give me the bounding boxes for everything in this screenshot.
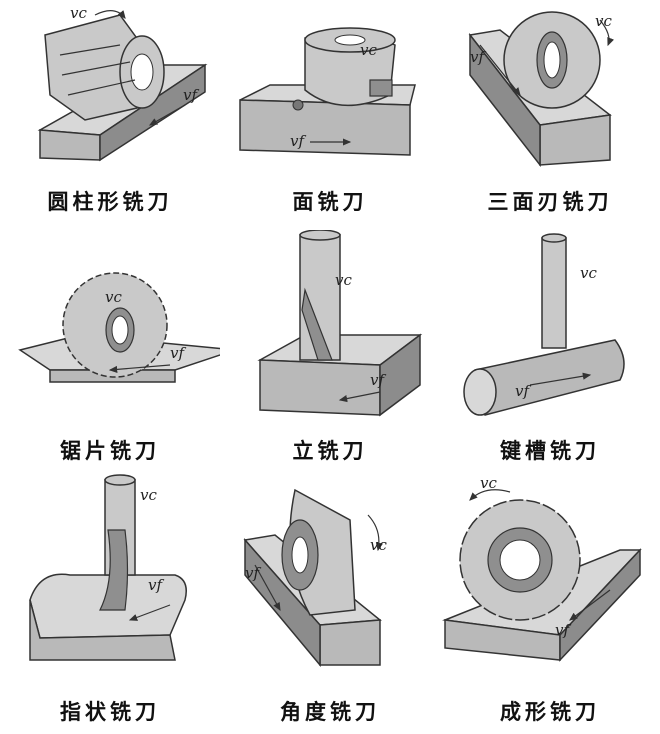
- cylindrical-milling-cutter-cell: vc vf 圆柱形铣刀: [0, 0, 220, 220]
- finger-cutter-illustration: vc vf: [29, 474, 187, 661]
- vc-label: vc: [370, 536, 387, 554]
- angle-cutter-illustration: vc vf: [243, 488, 387, 668]
- vc-label: vc: [70, 4, 87, 22]
- side-and-face-milling-cutter-cell: vc vf 三面刃铣刀: [440, 0, 660, 220]
- vc-label: vc: [580, 264, 597, 282]
- vf-label: vf: [245, 564, 261, 582]
- keyway-cutter-illustration: vc vf: [463, 233, 625, 416]
- cutter-label: 圆柱形铣刀: [47, 190, 173, 214]
- vf-label: vf: [148, 576, 164, 594]
- vc-label: vc: [140, 486, 157, 504]
- slitting-saw-cell: vc vf 锯片铣刀: [0, 230, 220, 470]
- vc-label: vc: [105, 288, 122, 306]
- vf-label: vf: [470, 48, 486, 66]
- cutter-label: 锯片铣刀: [60, 439, 160, 463]
- vc-label: vc: [595, 12, 612, 30]
- cutter-label: 面铣刀: [292, 190, 368, 214]
- vf-label: vf: [515, 382, 531, 400]
- form-cutter-illustration: vc vf: [442, 474, 642, 662]
- vf-label: vf: [370, 371, 386, 389]
- face-milling-cutter-illustration: vc vf: [239, 27, 416, 156]
- cutter-label: 立铣刀: [292, 439, 368, 463]
- face-milling-cutter-cell: vc vf 面铣刀: [220, 0, 440, 220]
- end-mill-illustration: vc vf: [257, 230, 423, 417]
- vf-label: vf: [555, 621, 571, 639]
- slitting-saw-illustration: vc vf: [18, 272, 220, 383]
- vc-label: vc: [360, 41, 377, 59]
- keyway-cutter-cell: vc vf 键槽铣刀: [440, 230, 660, 470]
- vf-label: vf: [183, 86, 199, 104]
- finger-cutter-cell: vc vf 指状铣刀: [0, 470, 220, 734]
- cutter-label: 三面刃铣刀: [487, 190, 613, 214]
- side-and-face-milling-cutter-illustration: vc vf: [468, 11, 615, 168]
- end-mill-cell: vc vf 立铣刀: [220, 230, 440, 470]
- vf-label: vf: [170, 344, 186, 362]
- cutter-label: 角度铣刀: [280, 700, 380, 724]
- vc-label: vc: [335, 271, 352, 289]
- vf-label: vf: [290, 132, 306, 150]
- cylindrical-milling-cutter-illustration: vc vf: [37, 4, 208, 162]
- vc-label: vc: [480, 474, 497, 492]
- form-cutter-cell: vc vf 成形铣刀: [440, 470, 660, 734]
- angle-cutter-cell: vc vf 角度铣刀: [220, 470, 440, 734]
- cutter-label: 成形铣刀: [500, 700, 600, 724]
- cutter-label: 键槽铣刀: [500, 439, 600, 463]
- cutter-label: 指状铣刀: [60, 700, 160, 724]
